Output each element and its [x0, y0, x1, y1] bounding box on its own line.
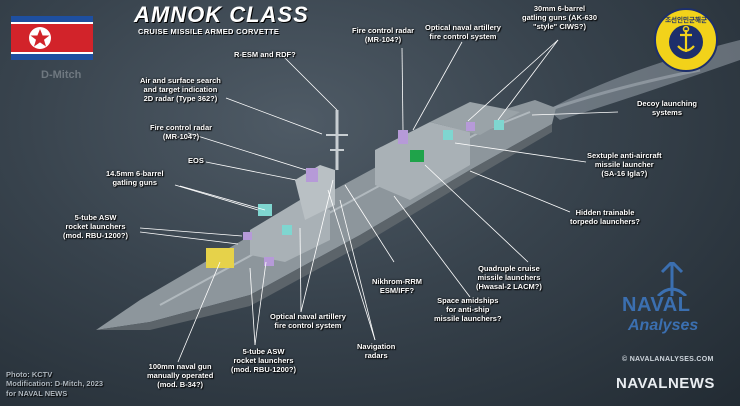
emblem-text: 조선인민군해군	[665, 15, 707, 24]
label-opt-fc-aft: Optical naval artillery fire control sys…	[425, 23, 501, 41]
label-asw-aft: 5-tube ASW rocket launchers (mod. RBU-12…	[231, 347, 297, 374]
label-fc-radar-aft: Fire control radar (MR-104?)	[352, 26, 415, 44]
photo-credit: Photo: KCTV Modification: D-Mitch, 2023 …	[6, 370, 104, 398]
label-gatling-14: 14.5mm 6-barrel gatling guns	[106, 169, 164, 187]
page-subtitle: CRUISE MISSILE ARMED CORVETTE	[138, 27, 280, 36]
label-torpedo: Hidden trainable torpedo launchers?	[570, 208, 641, 226]
label-nikhrom: Nikhrom-RRM ESM/IFF?	[372, 277, 422, 295]
label-air-search: Air and surface search and target indica…	[140, 76, 221, 103]
naval-analyses-logo-icon	[656, 262, 688, 296]
naval-analyses-sub: Analyses	[628, 317, 699, 334]
label-igla: Sextuple anti-aircraft missile launcher …	[587, 151, 662, 178]
label-opt-fc-fwd: Optical naval artillery fire control sys…	[270, 312, 346, 330]
label-resm: R-ESM and RDF?	[234, 50, 296, 59]
navy-emblem-icon: 조선인민군해군	[654, 8, 718, 72]
page-title: AMNOK CLASS	[134, 2, 309, 27]
label-space: Space amidships for anti-ship missile la…	[434, 296, 502, 323]
naval-analyses-brand: NAVAL	[622, 294, 691, 316]
label-cruise: Quadruple cruise missile launchers (Hwas…	[476, 264, 542, 291]
label-decoy: Decoy launching systems	[637, 99, 698, 117]
author-tag: D-Mitch	[41, 69, 82, 81]
naval-analyses-url: © NAVALANALYSES.COM	[622, 356, 714, 363]
label-asw-fwd: 5-tube ASW rocket launchers (mod. RBU-12…	[63, 213, 129, 240]
label-nav-radars: Navigation radars	[357, 342, 396, 360]
label-ciws: 30mm 6-barrel gatling guns (AK-630 "styl…	[522, 4, 598, 31]
north-korea-flag	[11, 16, 93, 60]
navalnews-brand: NAVALNEWS	[616, 375, 715, 392]
label-gun: 100mm naval gun manually operated (mod. …	[147, 362, 214, 389]
label-fc-radar-fwd: Fire control radar (MR-104?)	[150, 123, 213, 141]
label-eos: EOS	[188, 156, 204, 165]
